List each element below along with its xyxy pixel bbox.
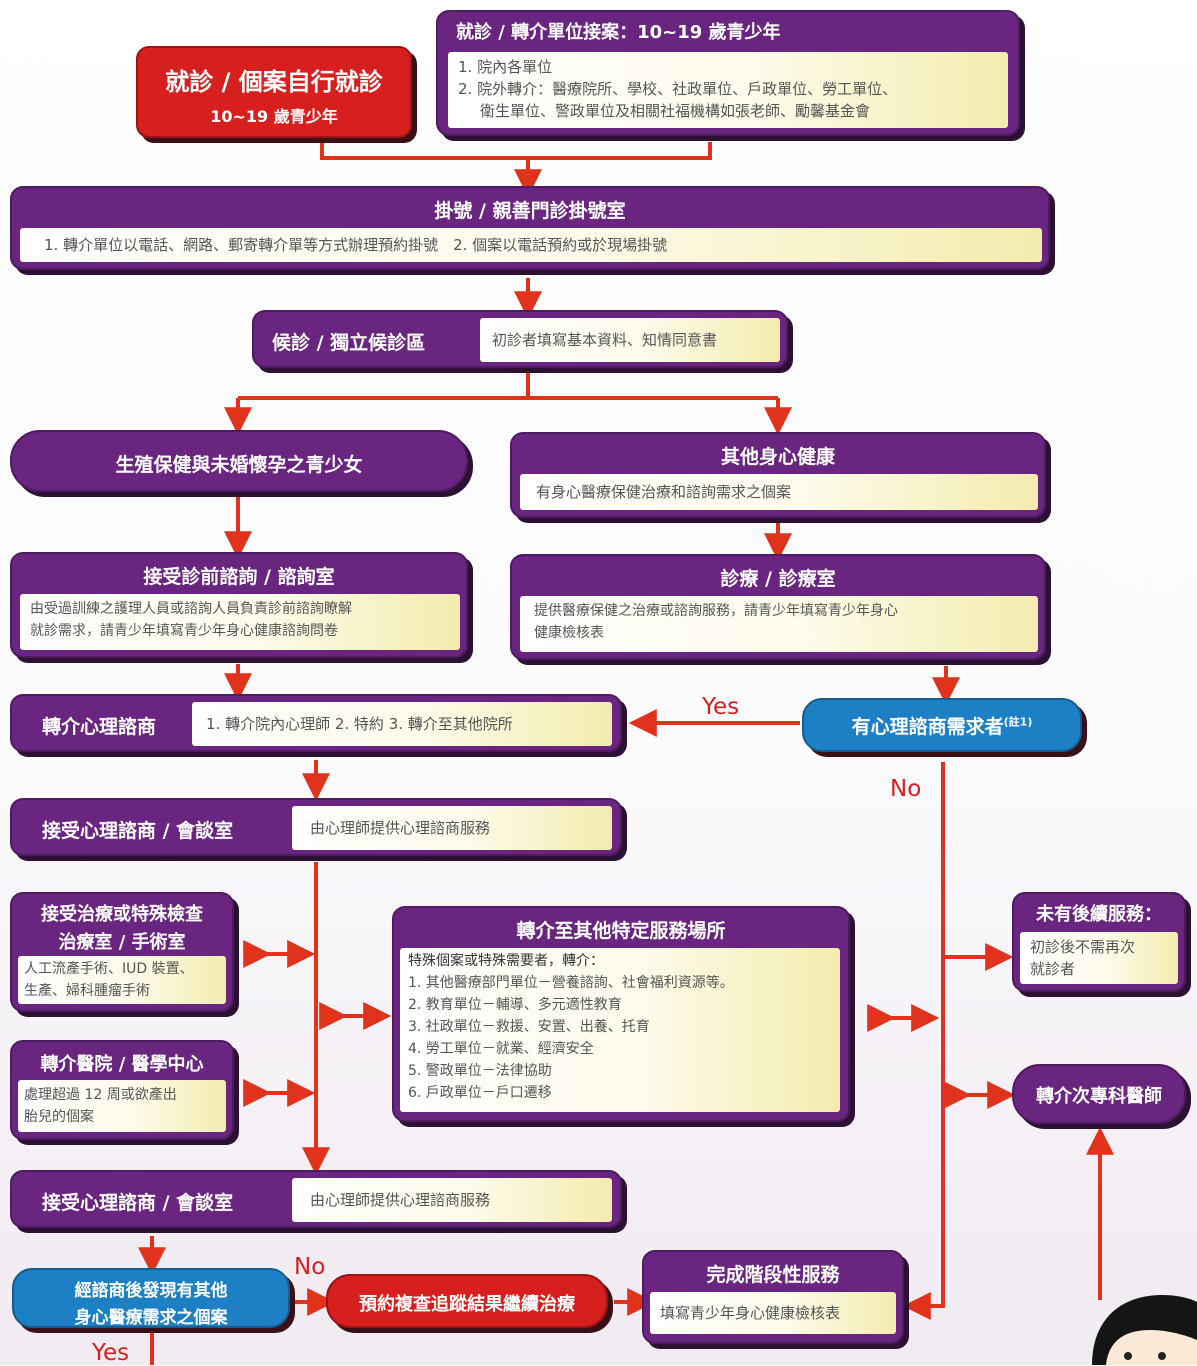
clinic-line-1: 提供醫療保健之治療或諮詢服務，請青少年填寫青少年身心 [534, 603, 898, 619]
clinic-title: 診療 / 診療室 [720, 568, 836, 590]
complete-text: 填寫青少年身心健康檢核表 [660, 1304, 841, 1322]
clinic-line-2: 健康檢核表 [534, 625, 604, 641]
connector-top-merge [320, 142, 712, 160]
reproductive-box: 生殖保健與未婚懷孕之青少女 [10, 430, 468, 492]
special-line: 特殊個案或特殊需要者，轉介： [408, 953, 604, 969]
registration-title: 掛號 / 親善門診掛號室 [434, 200, 626, 222]
referral-content: 1. 院內各單位 2. 院外轉介：醫療院所、學校、社政單位、戶政單位、勞工單位、… [448, 52, 1008, 128]
refer-psych-title: 轉介心理諮商 [42, 716, 157, 738]
treatment-line-1: 人工流產手術、IUD 裝置、 [24, 961, 194, 977]
pre-counsel-title: 接受診前諮詢 / 諮詢室 [143, 566, 335, 588]
psych-need-title: 有心理諮商需求者(註1) [804, 712, 1080, 739]
counsel2-content: 由心理師提供心理諮商服務 [292, 1178, 612, 1222]
waiting-title: 候診 / 獨立候診區 [272, 332, 426, 354]
waiting-text: 初診者填寫基本資料、知情同意書 [492, 331, 718, 349]
referral-line-3: 衛生單位、警政單位及相關社福機構如張老師、勵馨基金會 [480, 102, 871, 120]
special-content: 特殊個案或特殊需要者，轉介： 1. 其他醫療部門單位－營養諮詢、社會福利資源等。… [400, 948, 840, 1112]
other-health-content: 有身心醫療保健治療和諮詢需求之個案 [520, 474, 1038, 510]
other-health-text: 有身心醫療保健治療和諮詢需求之個案 [536, 483, 792, 501]
special-line: 1. 其他醫療部門單位－營養諮詢、社會福利資源等。 [408, 975, 734, 991]
registration-content: 1. 轉介單位以電話、網路、郵寄轉介單等方式辦理預約掛號 2. 個案以電話預約或… [20, 228, 1042, 262]
special-title: 轉介至其他特定服務場所 [516, 920, 726, 942]
psych-need-note: (註1) [1003, 715, 1033, 729]
found-needs-box: 經諮商後發現有其他 身心醫療需求之個案 [12, 1268, 290, 1328]
no-follow-line-1: 初診後不需再次 [1030, 938, 1136, 956]
refer-psych-content: 1. 轉介院內心理師 2. 特約 3. 轉介至其他院所 [192, 702, 612, 746]
counsel2-text: 由心理師提供心理諮商服務 [310, 1191, 491, 1209]
other-health-title: 其他身心健康 [720, 446, 835, 468]
complete-title: 完成階段性服務 [706, 1264, 840, 1286]
cartoon-face [1092, 1295, 1197, 1365]
treatment-title-1: 接受治療或特殊檢查 [41, 904, 203, 925]
hospital-content: 處理超過 12 周或欲產出 胎兒的個案 [18, 1080, 226, 1132]
referral-title: 就診 / 轉介單位接案：10~19 歲青少年 [456, 22, 781, 43]
no-label-1: No [890, 776, 922, 802]
refer-psych-box: 轉介心理諮商 1. 轉介院內心理師 2. 特約 3. 轉介至其他院所 [10, 694, 622, 752]
no-follow-box: 未有後續服務： 初診後不需再次 就診者 [1012, 892, 1186, 992]
hospital-line-1: 處理超過 12 周或欲產出 [24, 1087, 177, 1103]
yes-label-2: Yes [92, 1340, 130, 1366]
self-visit-subtitle: 10~19 歲青少年 [210, 107, 338, 126]
registration-text: 1. 轉介單位以電話、網路、郵寄轉介單等方式辦理預約掛號 2. 個案以電話預約或… [44, 236, 668, 254]
counsel1-box: 接受心理諮商 / 會談室 由心理師提供心理諮商服務 [10, 798, 622, 856]
clinic-content: 提供醫療保健之治療或諮詢服務，請青少年填寫青少年身心 健康檢核表 [520, 596, 1038, 652]
referral-line-1: 1. 院內各單位 [458, 58, 553, 76]
pre-counsel-line-2: 就診需求，請青少年填寫青少年身心健康諮詢問卷 [30, 623, 338, 639]
treatment-title-2: 治療室 / 手術室 [58, 932, 186, 953]
refer-sub-title: 轉介次專科醫師 [1036, 1086, 1162, 1107]
special-line: 6. 戶政單位－戶口遷移 [408, 1085, 552, 1101]
refer-psych-text: 1. 轉介院內心理師 2. 特約 3. 轉介至其他院所 [206, 715, 513, 733]
no-label-2: No [294, 1254, 326, 1280]
clinic-box: 診療 / 診療室 提供醫療保健之治療或諮詢服務，請青少年填寫青少年身心 健康檢核… [510, 554, 1046, 660]
pre-counsel-box: 接受診前諮詢 / 諮詢室 由受過訓練之護理人員或諮詢人員負責診前諮詢瞭解 就診需… [10, 552, 468, 658]
treatment-content: 人工流產手術、IUD 裝置、 生產、婦科腫瘤手術 [18, 956, 226, 1004]
special-box: 轉介至其他特定服務場所 特殊個案或特殊需要者，轉介： 1. 其他醫療部門單位－營… [392, 906, 850, 1122]
counsel1-content: 由心理師提供心理諮商服務 [292, 806, 612, 850]
referral-box: 就診 / 轉介單位接案：10~19 歲青少年 1. 院內各單位 2. 院外轉介：… [436, 10, 1020, 136]
special-line: 5. 警政單位－法律協助 [408, 1063, 552, 1079]
refer-sub-box: 轉介次專科醫師 [1012, 1064, 1186, 1124]
waiting-box: 候診 / 獨立候診區 初診者填寫基本資料、知情同意書 [252, 310, 788, 368]
self-visit-title: 就診 / 個案自行就診 [165, 68, 383, 96]
registration-box: 掛號 / 親善門診掛號室 1. 轉介單位以電話、網路、郵寄轉介單等方式辦理預約掛… [10, 186, 1050, 270]
complete-content: 填寫青少年身心健康檢核表 [650, 1292, 896, 1334]
referral-line-2: 2. 院外轉介：醫療院所、學校、社政單位、戶政單位、勞工單位、 [458, 80, 898, 98]
counsel2-box: 接受心理諮商 / 會談室 由心理師提供心理諮商服務 [10, 1170, 622, 1228]
hospital-line-2: 胎兒的個案 [24, 1109, 94, 1125]
complete-box: 完成階段性服務 填寫青少年身心健康檢核表 [642, 1250, 904, 1344]
line-no-path [902, 762, 945, 1320]
yes-label-1: Yes [702, 694, 740, 720]
treatment-line-2: 生產、婦科腫瘤手術 [24, 983, 150, 999]
found-needs-line-1: 經諮商後發現有其他 [74, 1281, 228, 1301]
no-follow-line-2: 就診者 [1030, 960, 1076, 978]
psych-need-text: 有心理諮商需求者 [851, 716, 1004, 738]
waiting-content: 初診者填寫基本資料、知情同意書 [480, 318, 780, 362]
self-visit-box: 就診 / 個案自行就診 10~19 歲青少年 [136, 46, 412, 138]
followup-title: 預約複查追蹤結果繼續治療 [359, 1294, 575, 1315]
hospital-title: 轉介醫院 / 醫學中心 [40, 1054, 204, 1075]
treatment-box: 接受治療或特殊檢查 治療室 / 手術室 人工流產手術、IUD 裝置、 生產、婦科… [10, 892, 234, 1012]
no-follow-title: 未有後續服務： [1036, 904, 1162, 925]
hospital-box: 轉介醫院 / 醫學中心 處理超過 12 周或欲產出 胎兒的個案 [10, 1040, 234, 1140]
counsel1-title: 接受心理諮商 / 會談室 [42, 820, 234, 842]
other-health-box: 其他身心健康 有身心醫療保健治療和諮詢需求之個案 [510, 432, 1046, 518]
followup-box: 預約複查追蹤結果繼續治療 [326, 1274, 608, 1328]
pre-counsel-line-1: 由受過訓練之護理人員或諮詢人員負責診前諮詢瞭解 [30, 601, 352, 617]
special-line: 3. 社政單位－救援、安置、出養、托育 [408, 1019, 650, 1035]
counsel1-text: 由心理師提供心理諮商服務 [310, 819, 491, 837]
counsel2-title: 接受心理諮商 / 會談室 [42, 1192, 234, 1214]
reproductive-title: 生殖保健與未婚懷孕之青少女 [115, 454, 363, 476]
no-follow-content: 初診後不需再次 就診者 [1020, 932, 1178, 984]
pre-counsel-content: 由受過訓練之護理人員或諮詢人員負責診前諮詢瞭解 就診需求，請青少年填寫青少年身心… [20, 594, 460, 650]
special-line: 2. 教育單位－輔導、多元適性教育 [408, 997, 622, 1013]
found-needs-line-2: 身心醫療需求之個案 [74, 1308, 228, 1328]
connector-split [238, 372, 778, 400]
psych-need-box: 有心理諮商需求者(註1) [802, 698, 1082, 752]
special-line: 4. 勞工單位－就業、經濟安全 [408, 1041, 594, 1057]
